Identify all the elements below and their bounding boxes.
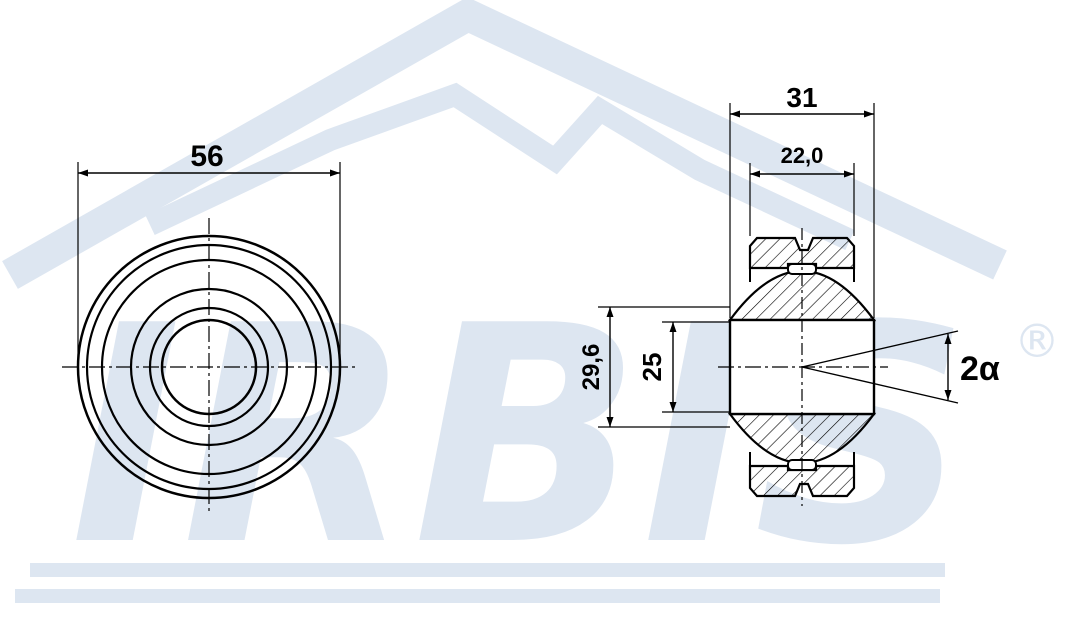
dim-bore-diameter: 25	[637, 353, 667, 382]
registered-mark: ®	[1014, 314, 1060, 368]
watermark-mountain-inner	[145, 82, 855, 250]
watermark-mountain	[2, 0, 1007, 289]
dim-outer-diameter: 56	[190, 140, 223, 173]
front-view	[62, 162, 356, 512]
section-view	[598, 103, 959, 506]
tilt-line-upper	[801, 330, 959, 368]
dim-ball-diameter: 29,6	[578, 344, 605, 391]
watermark-stripe-top	[30, 563, 945, 577]
dim-width-total: 31	[786, 82, 817, 113]
watermark-stripe-bottom	[15, 589, 940, 603]
dim-tilt-angle: 2α	[960, 350, 1000, 388]
tilt-line-lower	[801, 366, 959, 404]
dim-width-inner: 22,0	[781, 143, 824, 168]
watermark: IRBIS ®	[2, 0, 1060, 611]
